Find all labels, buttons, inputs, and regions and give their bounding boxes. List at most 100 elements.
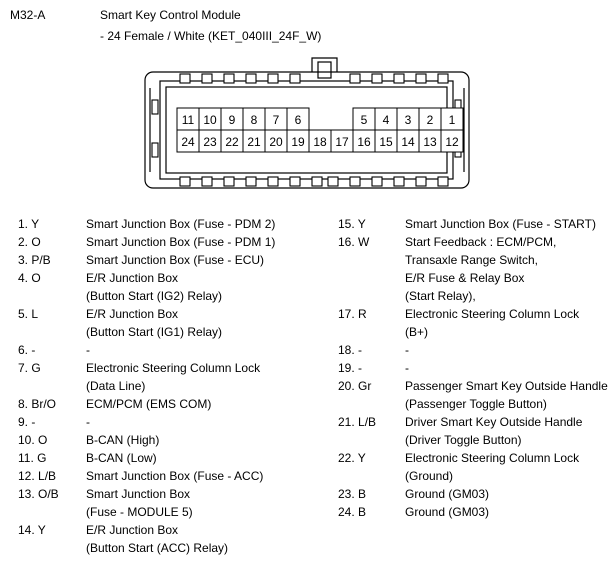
latch-notch: [371, 73, 383, 84]
connector-id: M32-A: [10, 8, 46, 22]
pin-number-label: 13: [423, 135, 437, 149]
pin-label: 1. Y: [18, 217, 40, 231]
pin-label: 9. -: [18, 415, 36, 429]
pin-description: (Start Relay),: [405, 289, 476, 303]
pin-description: Smart Junction Box (Fuse - PDM 2): [86, 217, 276, 231]
pin-number-label: 1: [449, 113, 456, 127]
pin-number-label: 23: [203, 135, 217, 149]
pin-description: Start Feedback : ECM/PCM,: [405, 235, 557, 249]
pin-label: 21. L/B: [338, 415, 377, 429]
pin-description: (Data Line): [86, 379, 146, 393]
latch-notch: [179, 176, 191, 187]
pin-description: B-CAN (High): [86, 433, 160, 447]
latch-notch: [223, 73, 235, 84]
pin-label: 5. L: [18, 307, 39, 321]
latch-notch: [179, 73, 191, 84]
pin-description: Smart Junction Box (Fuse - PDM 1): [86, 235, 276, 249]
pin-label: 17. R: [338, 307, 367, 321]
pin-number-label: 8: [251, 113, 258, 127]
pin-label: 22. Y: [338, 451, 366, 465]
pin-number-label: 21: [247, 135, 261, 149]
pin-number-label: 20: [269, 135, 283, 149]
pin-number-label: 10: [203, 113, 217, 127]
pin-description: Smart Junction Box (Fuse - ACC): [86, 469, 264, 483]
pin-description: -: [405, 343, 409, 357]
pin-description: -: [405, 361, 409, 375]
latch-notch: [393, 73, 405, 84]
pin-cavity: [440, 129, 464, 153]
pin-number-label: 9: [229, 113, 236, 127]
pin-number-label: 14: [401, 135, 415, 149]
pin-number-label: 24: [181, 135, 195, 149]
pin-number-label: 4: [383, 113, 390, 127]
pin-number-label: 15: [379, 135, 393, 149]
pin-number-label: 6: [295, 113, 302, 127]
pin-label: 20. Gr: [338, 379, 372, 393]
latch-notch: [311, 176, 323, 187]
pin-description: Electronic Steering Column Lock: [405, 307, 580, 321]
latch-notch: [245, 73, 257, 84]
latch-notch: [415, 73, 427, 84]
latch-notch: [327, 176, 339, 187]
pin-label: 4. O: [18, 271, 41, 285]
connector-housing: [144, 71, 470, 189]
pin-number-label: 3: [405, 113, 412, 127]
pin-label: 13. O/B: [18, 487, 59, 501]
pin-description: ECM/PCM (EMS COM): [86, 397, 212, 411]
pin-description: (Driver Toggle Button): [405, 433, 522, 447]
pin-description: -: [86, 415, 90, 429]
side-notch: [151, 99, 159, 115]
pin-number-label: 2: [427, 113, 434, 127]
pin-number-label: 18: [313, 135, 327, 149]
pin-label: 15. Y: [338, 217, 366, 231]
pin-number-label: 17: [335, 135, 349, 149]
locking-tab: [311, 57, 338, 72]
latch-notch: [349, 73, 361, 84]
latch-notch: [437, 73, 449, 84]
latch-notch: [371, 176, 383, 187]
pin-number-label: 22: [225, 135, 239, 149]
pin-description: Electronic Steering Column Lock: [86, 361, 261, 375]
pin-label: 3. P/B: [18, 253, 51, 267]
latch-notch: [415, 176, 427, 187]
pin-description: Smart Junction Box (Fuse - START): [405, 217, 596, 231]
latch-notch: [349, 176, 361, 187]
pin-number-label: 5: [361, 113, 368, 127]
latch-notch: [223, 176, 235, 187]
latch-notch: [289, 176, 301, 187]
pin-number-label: 12: [445, 135, 459, 149]
pin-description: E/R Junction Box: [86, 523, 179, 537]
pin-description: Passenger Smart Key Outside Handle: [405, 379, 608, 393]
pin-description: (Button Start (IG2) Relay): [86, 289, 223, 303]
locking-tab-window: [317, 61, 332, 79]
pin-number-label: 11: [182, 113, 195, 127]
pin-label: 11. G: [18, 451, 47, 465]
pin-label: 16. W: [338, 235, 370, 249]
module-spec: - 24 Female / White (KET_040III_24F_W): [100, 29, 322, 43]
pin-description: E/R Fuse & Relay Box: [405, 271, 525, 285]
pin-description: Ground (GM03): [405, 487, 490, 501]
pin-label: 8. Br/O: [18, 397, 57, 411]
pin-description: (Button Start (ACC) Relay): [86, 541, 229, 555]
pin-label: 12. L/B: [18, 469, 57, 483]
side-notch: [151, 142, 159, 158]
pin-description: (Fuse - MODULE 5): [86, 505, 193, 519]
latch-notch: [393, 176, 405, 187]
pin-label: 23. B: [338, 487, 367, 501]
latch-notch: [201, 176, 213, 187]
pin-label: 14. Y: [18, 523, 46, 537]
pin-number-label: 19: [291, 135, 305, 149]
top-latch-notches: [179, 73, 449, 84]
latch-notch: [267, 176, 279, 187]
latch-notch: [437, 176, 449, 187]
pin-number-label: 16: [357, 135, 371, 149]
pin-label: 6. -: [18, 343, 36, 357]
pin-description: Transaxle Range Switch,: [405, 253, 538, 267]
pin-description: B-CAN (Low): [86, 451, 157, 465]
pin-description: Smart Junction Box (Fuse - ECU): [86, 253, 265, 267]
pin-label: 18. -: [338, 343, 363, 357]
latch-notch: [267, 73, 279, 84]
pin-description: Electronic Steering Column Lock: [405, 451, 580, 465]
